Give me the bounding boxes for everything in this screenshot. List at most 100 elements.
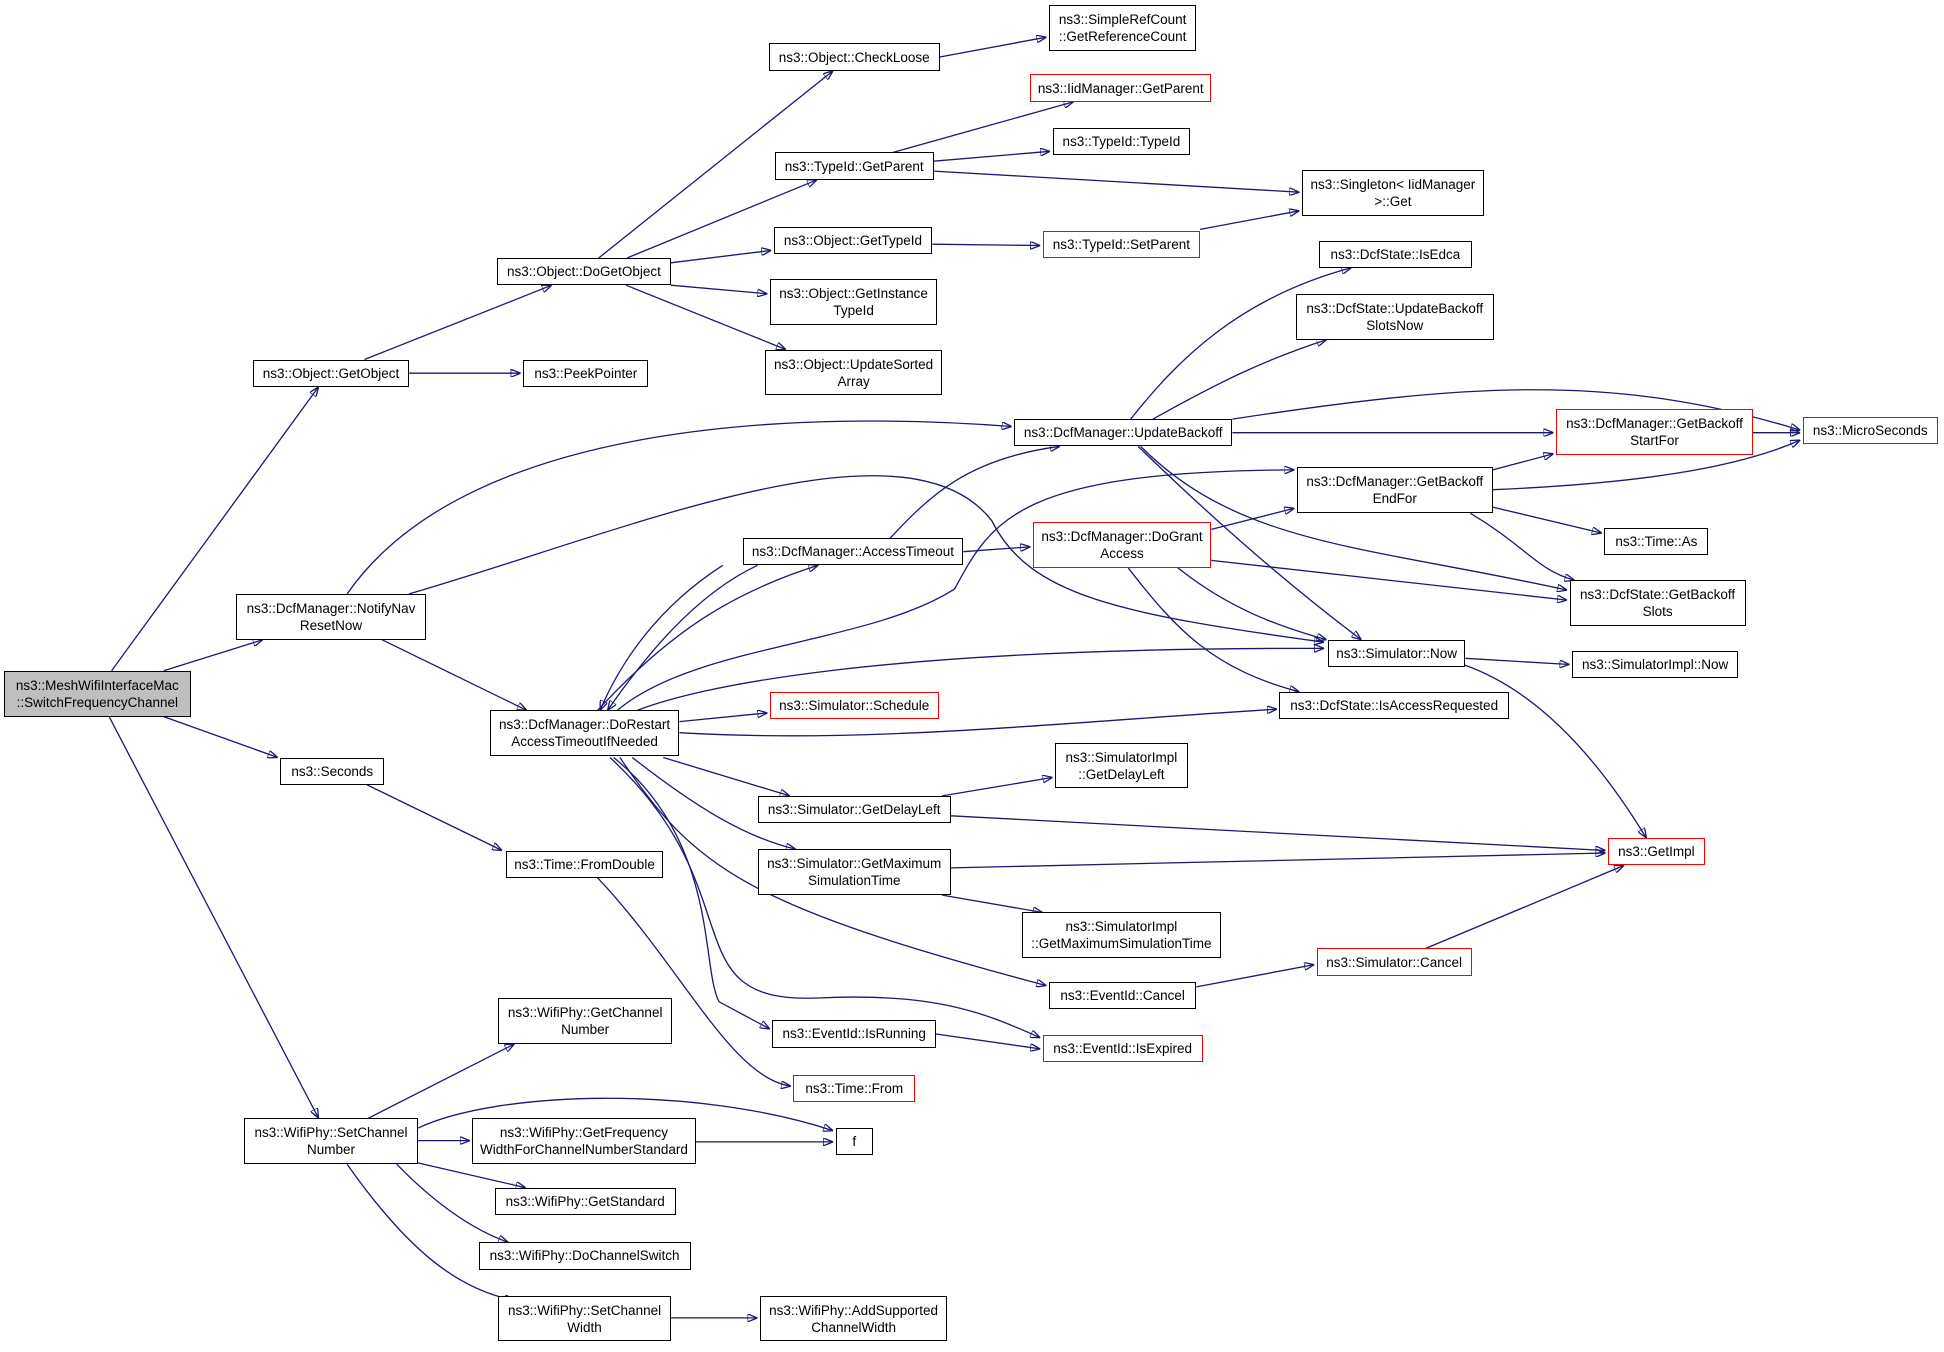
node-getstandard[interactable]: ns3::WifiPhy::GetStandard: [494, 1187, 676, 1215]
node-label: EndFor: [1372, 491, 1417, 507]
node-label: ns3::DcfManager::GetBackoff: [1566, 416, 1743, 432]
node-label: ns3::MicroSeconds: [1812, 422, 1928, 438]
edge-to-time_as: [1492, 506, 1602, 533]
node-label: ::SwitchFrequencyChannel: [16, 694, 178, 710]
node-label: ns3::DcfManager::UpdateBackoff: [1023, 425, 1223, 441]
node-iidmgr_getparent[interactable]: ns3::IidManager::GetParent: [1030, 74, 1212, 102]
edge-to-typeid_ctor: [933, 151, 1051, 162]
node-gettypeid[interactable]: ns3::Object::GetTypeId: [773, 226, 933, 255]
edge-to-isrunning: [613, 756, 770, 1030]
node-simimpl_now[interactable]: ns3::SimulatorImpl::Now: [1572, 650, 1739, 679]
node-isedca[interactable]: ns3::DcfState::IsEdca: [1319, 240, 1472, 268]
edge-to-getrefcount: [939, 37, 1047, 58]
node-label: ns3::Simulator::Schedule: [779, 697, 930, 713]
edge-to-notifynav: [163, 640, 263, 672]
node-label: ns3::DcfState::UpdateBackoff: [1306, 300, 1484, 316]
node-sim_now[interactable]: ns3::Simulator::Now: [1327, 639, 1466, 667]
node-dogetobject[interactable]: ns3::Object::DoGetObject: [497, 257, 671, 286]
node-label: ::GetMaximumSimulationTime: [1031, 936, 1212, 952]
node-getdelayleft[interactable]: ns3::Simulator::GetDelayLeft: [757, 795, 951, 824]
node-label: ns3::EventId::Cancel: [1060, 988, 1185, 1004]
node-f[interactable]: f: [835, 1128, 873, 1156]
edge-to-dorestart: [608, 564, 758, 710]
node-timefrom[interactable]: ns3::Time::From: [793, 1074, 915, 1103]
edge-to-updatebackoffslots: [1152, 340, 1327, 420]
node-peekpointer[interactable]: ns3::PeekPointer: [523, 359, 649, 387]
node-singleton_get[interactable]: ns3::Singleton< IidManager>::Get: [1301, 169, 1485, 216]
node-seconds[interactable]: ns3::Seconds: [280, 757, 385, 785]
edge-to-schedule: [679, 713, 767, 723]
node-time_as[interactable]: ns3::Time::As: [1604, 528, 1709, 556]
node-microseconds[interactable]: ns3::MicroSeconds: [1802, 416, 1938, 444]
node-label: ns3::Simulator::GetMaximum: [767, 856, 942, 872]
node-label: Slots: [1642, 604, 1673, 620]
edge-to-gettypeid: [670, 250, 772, 264]
node-label: ns3::DcfState::GetBackoff: [1580, 587, 1736, 603]
edge-to-sim_now: [1177, 567, 1327, 640]
node-label: ns3::WifiPhy::SetChannel: [254, 1125, 408, 1141]
edge-to-fromdouble: [366, 784, 502, 851]
node-checkloose[interactable]: ns3::Object::CheckLoose: [768, 43, 940, 71]
edge-to-getmaxsimtime: [631, 756, 796, 850]
node-getrefcount[interactable]: ns3::SimpleRefCount::GetReferenceCount: [1048, 4, 1197, 51]
edge-to-seconds: [163, 715, 278, 758]
node-label: StartFor: [1630, 433, 1679, 449]
node-label: f: [852, 1134, 857, 1150]
node-label: ns3::GetImpl: [1618, 844, 1695, 860]
edge-to-isexpired: [609, 757, 1040, 1038]
edge-to-isedca: [1130, 268, 1352, 420]
node-typeid_ctor[interactable]: ns3::TypeId::TypeId: [1052, 127, 1191, 155]
edge-to-updatebackoff: [889, 446, 1060, 539]
edge-to-getbackoffslots: [1470, 512, 1574, 580]
edge-to-isaccessrequested: [1127, 567, 1299, 692]
node-label: ns3::WifiPhy::GetFrequency: [499, 1125, 668, 1141]
node-setparent[interactable]: ns3::TypeId::SetParent: [1042, 230, 1201, 258]
node-isrunning[interactable]: ns3::EventId::IsRunning: [772, 1020, 937, 1048]
edge-to-getbackoffendfor: [616, 470, 1294, 711]
edge-to-getbackoffendfor: [1211, 508, 1294, 531]
edge-to-singleton_get: [933, 170, 1300, 192]
edge-to-getbackoffstartfor: [1492, 454, 1554, 471]
node-typeid_getparent[interactable]: ns3::TypeId::GetParent: [774, 152, 934, 180]
node-label: TypeId: [833, 302, 874, 318]
node-getobject[interactable]: ns3::Object::GetObject: [252, 359, 410, 387]
node-label: ns3::IidManager::GetParent: [1037, 80, 1204, 96]
edge-to-getimpl: [950, 853, 1606, 869]
node-label: Number: [561, 1021, 610, 1037]
node-root: ns3::MeshWifiInterfaceMac::SwitchFrequen…: [3, 670, 191, 717]
edge-to-dorestart: [381, 639, 527, 711]
node-sim_cancel[interactable]: ns3::Simulator::Cancel: [1316, 948, 1472, 976]
node-simimpl_getmax[interactable]: ns3::SimulatorImpl::GetMaximumSimulation…: [1021, 912, 1222, 959]
edge-to-getstandard: [417, 1162, 526, 1188]
node-updatebackoff[interactable]: ns3::DcfManager::UpdateBackoff: [1014, 419, 1233, 447]
node-isexpired[interactable]: ns3::EventId::IsExpired: [1042, 1035, 1203, 1063]
edge-to-dorestart: [600, 564, 724, 710]
node-fromdouble[interactable]: ns3::Time::FromDouble: [505, 850, 664, 878]
node-getimpl[interactable]: ns3::GetImpl: [1608, 838, 1705, 866]
node-label: SimulationTime: [807, 873, 901, 889]
node-eventid_cancel[interactable]: ns3::EventId::Cancel: [1048, 981, 1197, 1010]
node-isaccessrequested[interactable]: ns3::DcfState::IsAccessRequested: [1279, 691, 1509, 720]
node-label: AccessTimeoutIfNeeded: [511, 734, 658, 750]
node-accesstimeout[interactable]: ns3::DcfManager::AccessTimeout: [742, 538, 964, 566]
node-label: ns3::MeshWifiInterfaceMac: [15, 677, 179, 693]
node-dochannelswitch[interactable]: ns3::WifiPhy::DoChannelSwitch: [478, 1242, 691, 1270]
node-schedule[interactable]: ns3::Simulator::Schedule: [769, 691, 939, 720]
node-simimpl_getdelayleft[interactable]: ns3::SimulatorImpl::GetDelayLeft: [1055, 742, 1188, 789]
